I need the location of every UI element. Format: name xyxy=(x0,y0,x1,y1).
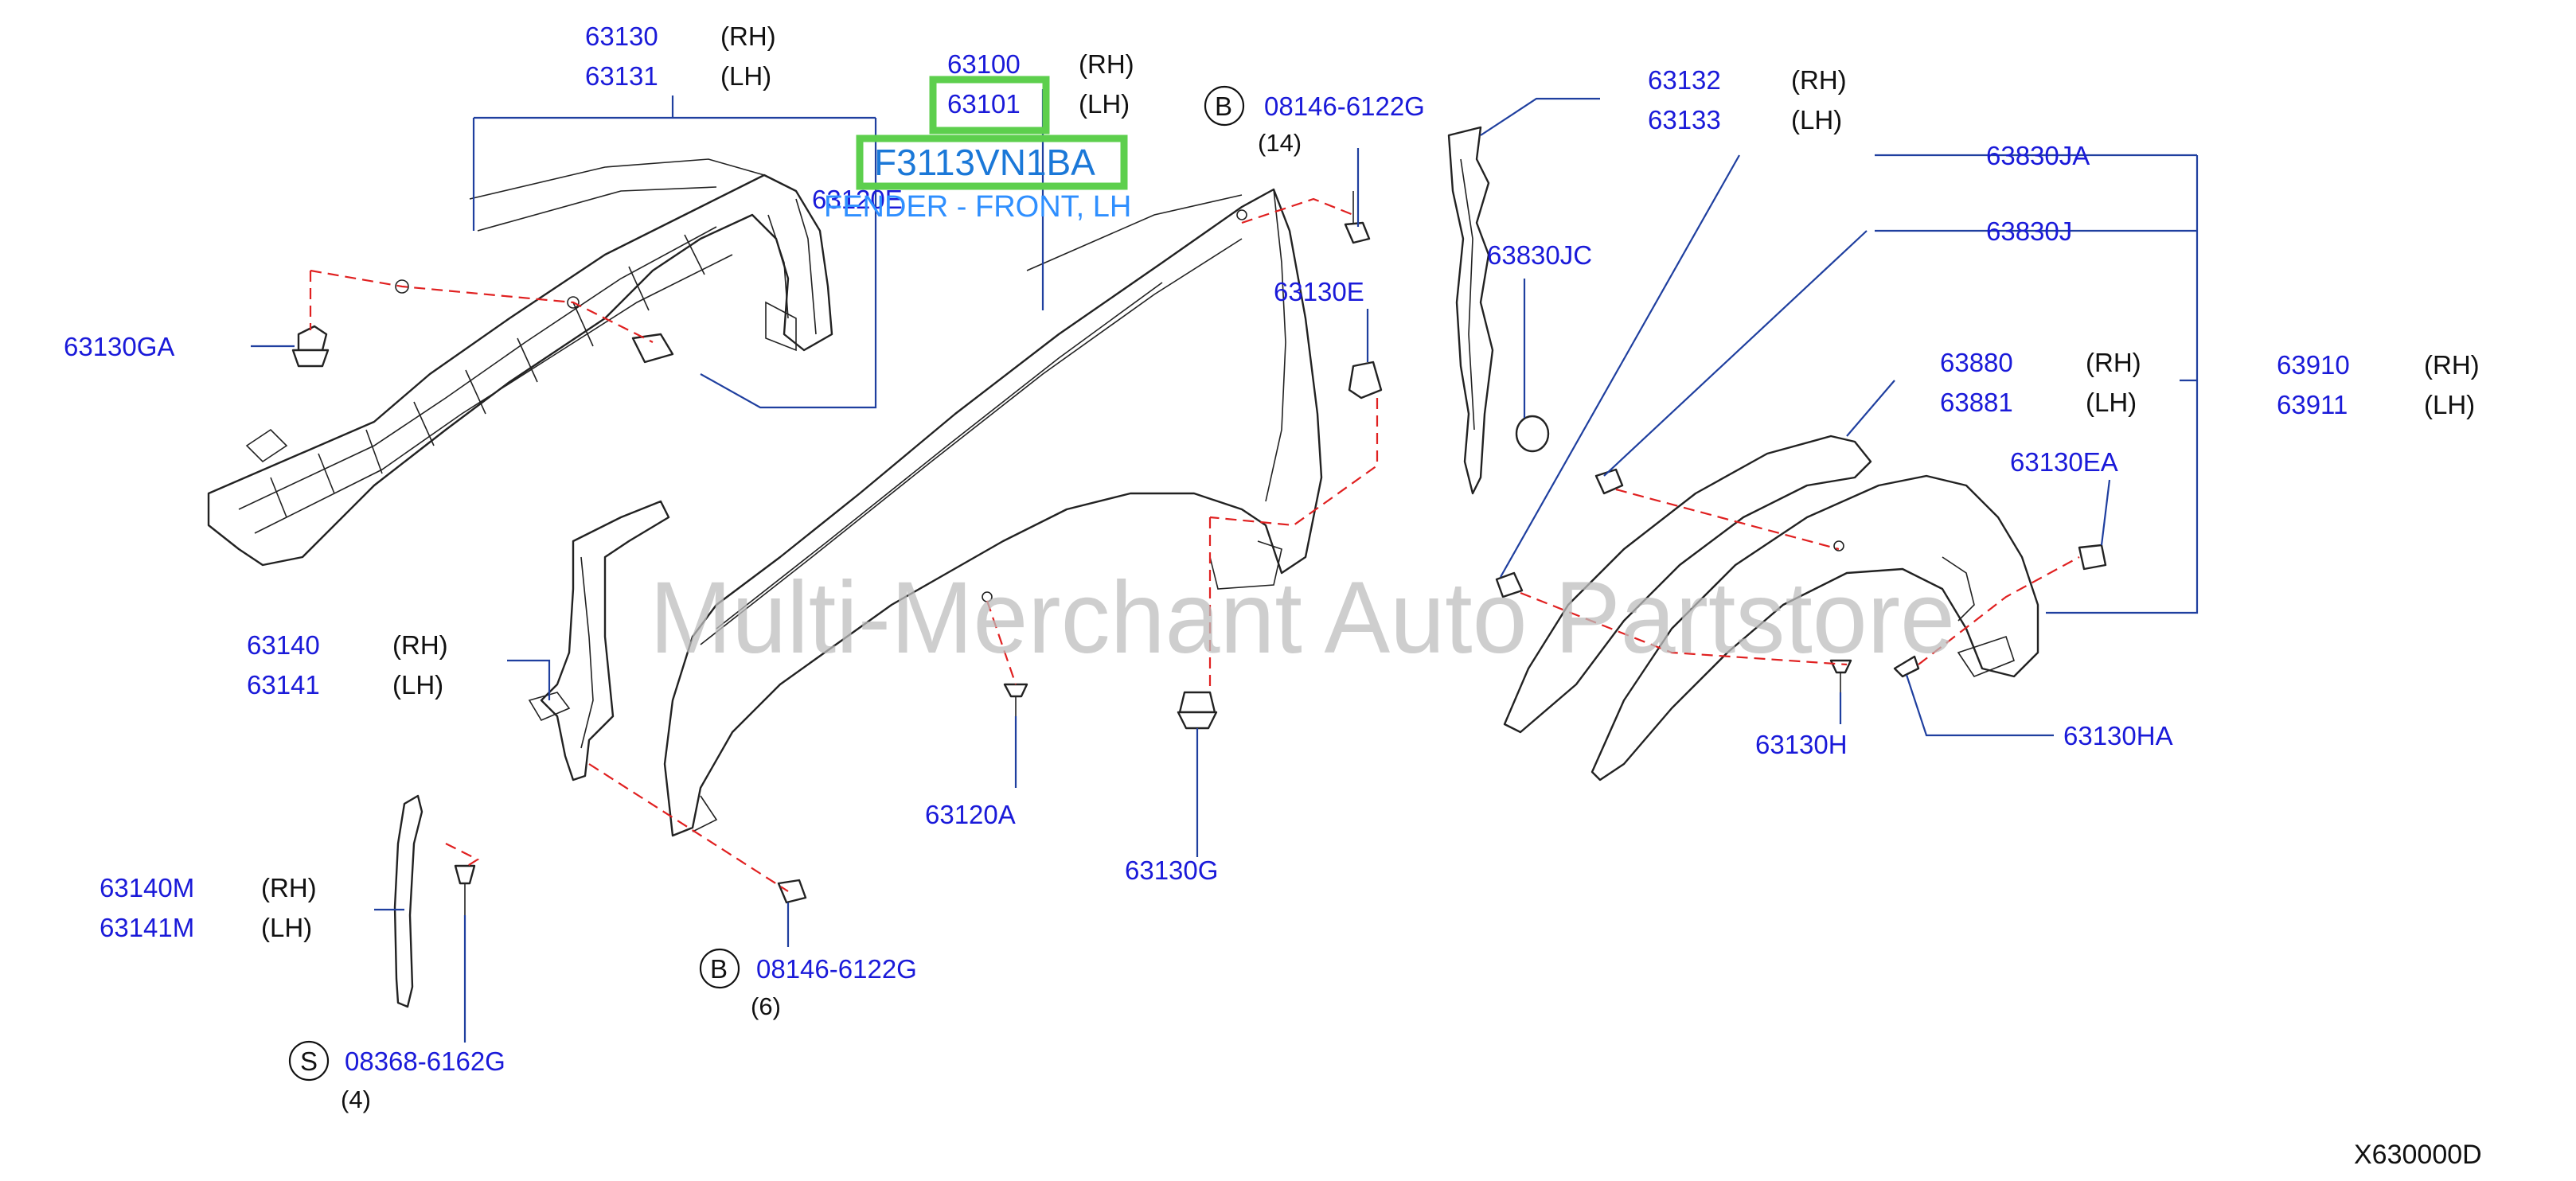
part-number-63910[interactable]: 63910 xyxy=(2277,350,2350,380)
side-63131: (LH) xyxy=(720,61,771,91)
part-number-08368-6162G[interactable]: 08368-6162G xyxy=(345,1047,505,1076)
side-63881: (LH) xyxy=(2086,388,2137,417)
side-63130: (RH) xyxy=(720,21,776,51)
part-number-63100[interactable]: 63100 xyxy=(947,49,1021,79)
side-63140M: (RH) xyxy=(261,873,317,902)
bolt-bottom-circle-letter: B xyxy=(710,954,728,984)
leader-lines xyxy=(251,89,2199,1043)
part-number-63130[interactable]: 63130 xyxy=(585,21,658,51)
lower-stay-drawing xyxy=(393,794,423,1008)
part-number-63140[interactable]: 63140 xyxy=(247,630,320,660)
part-number-63881[interactable]: 63881 xyxy=(1940,388,2013,417)
part-number-63101[interactable]: 63101 xyxy=(947,89,1021,119)
wheel-arch-molding-drawing xyxy=(1503,435,2039,781)
highlighted-part-name: FENDER - FRONT, LH xyxy=(824,190,1131,224)
part-labels: 63130 (RH) 63131 (LH) 63100 (RH) 63101 (… xyxy=(64,21,2480,1113)
side-63141: (LH) xyxy=(392,670,443,700)
part-number-63830JA[interactable]: 63830JA xyxy=(1986,141,2090,170)
part-number-63830JC[interactable]: 63830JC xyxy=(1487,240,1592,270)
part-number-63140M[interactable]: 63140M xyxy=(100,873,194,902)
fender-stay-drawing xyxy=(528,500,670,781)
part-number-63120A[interactable]: 63120A xyxy=(925,800,1016,829)
qty-bolt-top: (14) xyxy=(1258,129,1302,157)
side-63910: (RH) xyxy=(2424,350,2480,380)
watermark: Multi-Merchant Auto Partstore xyxy=(650,561,1955,675)
part-number-63830J[interactable]: 63830J xyxy=(1986,216,2072,246)
part-number-63130E[interactable]: 63130E xyxy=(1274,277,1364,306)
side-63100: (RH) xyxy=(1079,49,1134,79)
screw-s-circle xyxy=(288,1040,330,1082)
part-number-63133[interactable]: 63133 xyxy=(1648,105,1721,134)
part-number-63911[interactable]: 63911 xyxy=(2277,390,2348,419)
part-number-63130GA[interactable]: 63130GA xyxy=(64,332,174,361)
side-63101: (LH) xyxy=(1079,89,1130,119)
diagram-code: X630000D xyxy=(2354,1140,2482,1170)
qty-bolt-bottom: (6) xyxy=(751,992,781,1020)
part-number-08146-6122G-bottom[interactable]: 08146-6122G xyxy=(756,954,917,984)
front-fender-drawing xyxy=(663,188,1323,837)
part-number-63132[interactable]: 63132 xyxy=(1648,65,1721,95)
side-63880: (RH) xyxy=(2086,348,2141,377)
fender-seal-drawing xyxy=(1447,126,1494,495)
highlight-box-63101 xyxy=(929,76,1050,134)
side-63140: (RH) xyxy=(392,630,448,660)
part-number-08146-6122G-top[interactable]: 08146-6122G xyxy=(1264,92,1425,121)
assembly-guide-lines xyxy=(309,197,2080,892)
part-number-63141M[interactable]: 63141M xyxy=(100,913,194,942)
part-number-63130HA[interactable]: 63130HA xyxy=(2063,721,2173,750)
fender-protector-drawing xyxy=(207,158,833,567)
side-63133: (LH) xyxy=(1791,105,1842,134)
qty-screw-s: (4) xyxy=(341,1086,371,1113)
part-number-63880[interactable]: 63880 xyxy=(1940,348,2013,377)
bolt-top-circle-letter: B xyxy=(1215,92,1232,121)
highlight-box-part-number xyxy=(856,134,1128,190)
bolt-top-circle xyxy=(1204,85,1245,127)
selected-part-highlight: F3113VN1BA FENDER - FRONT, LH xyxy=(824,76,1131,224)
highlighted-part-number[interactable]: F3113VN1BA xyxy=(874,142,1095,183)
part-number-63130H[interactable]: 63130H xyxy=(1755,730,1848,759)
fastener-drawings xyxy=(291,191,2107,915)
part-number-63141[interactable]: 63141 xyxy=(247,670,320,700)
side-63911: (LH) xyxy=(2424,390,2475,419)
part-number-63130EA[interactable]: 63130EA xyxy=(2010,447,2118,477)
bolt-bottom-circle xyxy=(699,948,740,989)
part-number-63131[interactable]: 63131 xyxy=(585,61,658,91)
part-number-63130G[interactable]: 63130G xyxy=(1125,856,1218,885)
side-63141M: (LH) xyxy=(261,913,312,942)
side-63132: (RH) xyxy=(1791,65,1847,95)
screw-s-circle-letter: S xyxy=(300,1047,318,1076)
